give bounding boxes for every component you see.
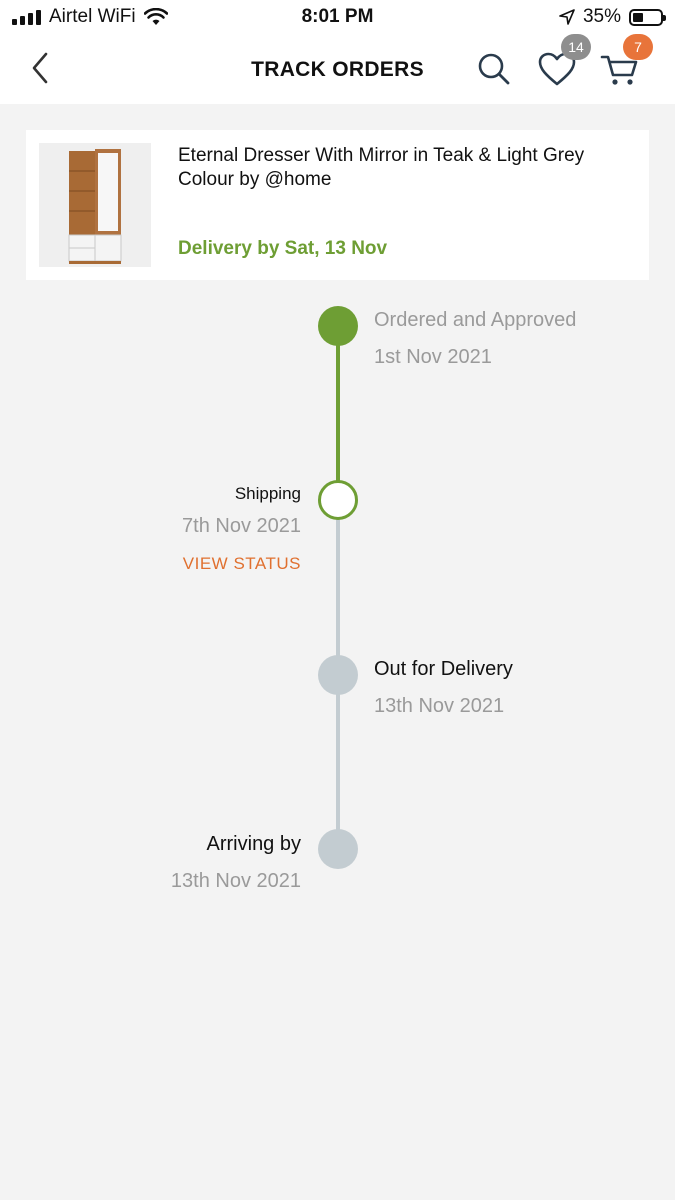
product-name: Eternal Dresser With Mirror in Teak & Li…: [178, 145, 585, 190]
signal-icon: [12, 9, 41, 25]
page-title: TRACK ORDERS: [251, 58, 424, 81]
step-out-for-delivery-date: 13th Nov 2021: [374, 695, 505, 717]
search-button[interactable]: [476, 51, 512, 87]
step-shipping-date: 7th Nov 2021: [182, 515, 301, 537]
step-arriving-date: 13th Nov 2021: [170, 870, 301, 892]
step-ordered-date: 1st Nov 2021: [374, 346, 492, 368]
battery-percent: 35%: [582, 6, 621, 27]
step-out-for-delivery-label: Out for Delivery: [374, 658, 513, 680]
wishlist-button[interactable]: [537, 51, 577, 87]
app-header: TRACK ORDERS 14 7: [0, 34, 675, 104]
step-shipping-label: Shipping: [234, 484, 301, 503]
status-right: 35%: [559, 6, 666, 28]
status-time: 8:01 PM: [301, 6, 374, 27]
cart-icon: [600, 55, 638, 85]
wifi-icon: [143, 8, 168, 25]
carrier-name: Airtel WiFi: [49, 6, 136, 27]
timeline-progress-line: [336, 325, 340, 500]
status-left: Airtel WiFi: [12, 6, 168, 28]
heart-icon: [538, 52, 576, 86]
search-icon: [478, 53, 510, 85]
product-image: [39, 143, 151, 267]
cart-count-badge: 7: [623, 34, 653, 60]
product-card[interactable]: Eternal Dresser With Mirror in Teak & Li…: [26, 130, 649, 280]
step-ordered-dot: [318, 306, 358, 346]
dresser-illustration: [68, 149, 122, 264]
step-arriving-label: Arriving by: [206, 833, 301, 855]
back-button[interactable]: [26, 50, 56, 86]
battery-icon: [629, 8, 666, 26]
chevron-left-icon: [32, 52, 48, 84]
delivery-date: Delivery by Sat, 13 Nov: [178, 238, 388, 259]
view-status-link[interactable]: VIEW STATUS: [182, 554, 301, 573]
status-bar: Airtel WiFi 8:01 PM 35%: [0, 0, 675, 34]
step-shipping-dot: [318, 480, 358, 520]
step-out-for-delivery-dot: [318, 655, 358, 695]
location-arrow-icon: [559, 9, 575, 25]
step-ordered-label: Ordered and Approved: [374, 309, 577, 331]
step-arriving-dot: [318, 829, 358, 869]
wishlist-count-badge: 14: [561, 34, 591, 60]
cart-button[interactable]: [600, 51, 640, 87]
